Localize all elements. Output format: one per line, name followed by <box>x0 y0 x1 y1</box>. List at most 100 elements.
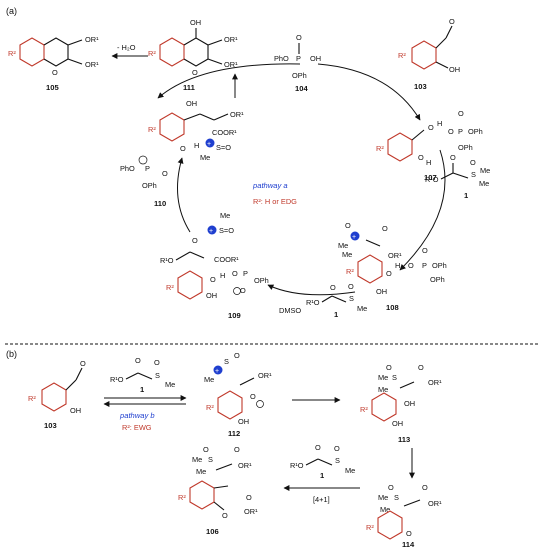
svg-text:O: O <box>450 153 456 162</box>
label-109: 109 <box>228 311 241 320</box>
svg-text:OH: OH <box>392 419 403 428</box>
label-112: 112 <box>228 429 240 438</box>
svg-text:OPh: OPh <box>254 276 269 285</box>
svg-text:R¹O: R¹O <box>306 298 320 307</box>
svg-text:OR¹: OR¹ <box>388 251 402 260</box>
svg-text:Me: Me <box>378 385 388 394</box>
svg-text:P: P <box>422 261 427 270</box>
svg-text:O: O <box>418 153 424 162</box>
svg-text:COOR¹: COOR¹ <box>214 255 239 264</box>
svg-text:O: O <box>406 529 412 538</box>
svg-text:Me: Me <box>165 380 175 389</box>
svg-text:Me: Me <box>480 166 490 175</box>
svg-text:O: O <box>192 236 198 245</box>
svg-text:R¹O: R¹O <box>425 175 439 184</box>
svg-text:Me: Me <box>378 493 388 502</box>
svg-text:OPh: OPh <box>458 143 473 152</box>
svg-text:OH: OH <box>404 399 415 408</box>
svg-text:OR¹: OR¹ <box>230 110 244 119</box>
svg-text:Me: Me <box>357 304 367 313</box>
label-1-c: 1 <box>320 471 325 480</box>
svg-text:OR¹: OR¹ <box>85 35 99 44</box>
svg-text:OH: OH <box>238 417 249 426</box>
label-103-b: 103 <box>44 421 57 430</box>
structure-1-c: R¹O O S O Me <box>290 443 355 475</box>
svg-text:R²: R² <box>346 267 354 276</box>
svg-text:Me: Me <box>345 466 355 475</box>
svg-text:H: H <box>194 141 199 150</box>
structure-103: O OH R² <box>398 17 460 74</box>
svg-text:OR¹: OR¹ <box>238 461 252 470</box>
svg-text:R²: R² <box>8 49 16 58</box>
label-1-b: 1 <box>140 385 145 394</box>
panel-label-b: (b) <box>6 349 17 359</box>
structure-106: O Me S Me O OR¹ R² O O OR¹ <box>178 445 258 520</box>
svg-text:OR¹: OR¹ <box>258 371 272 380</box>
svg-text:S: S <box>349 294 354 303</box>
svg-text:H: H <box>220 271 225 280</box>
svg-text:P: P <box>458 127 463 136</box>
svg-text:R²: R² <box>28 394 36 403</box>
svg-text:OPh: OPh <box>468 127 483 136</box>
svg-text:COOR¹: COOR¹ <box>212 128 237 137</box>
svg-text:O: O <box>52 68 58 77</box>
svg-text:S: S <box>394 493 399 502</box>
structure-112: + Me S O OR¹ R² O OH <box>204 351 272 426</box>
svg-text:OH: OH <box>310 54 321 63</box>
svg-text:H: H <box>437 119 442 128</box>
svg-text:Me: Me <box>342 250 352 259</box>
svg-text:Me: Me <box>220 211 230 220</box>
label-108: 108 <box>386 303 399 312</box>
svg-text:O: O <box>449 17 455 26</box>
svg-text:P: P <box>296 54 301 63</box>
svg-text:Me: Me <box>204 375 214 384</box>
svg-text:O: O <box>418 363 424 372</box>
structure-114: O Me S Me O OR¹ R² O <box>366 483 442 540</box>
label-pathway-b: pathway b <box>119 411 155 420</box>
svg-text:S: S <box>335 456 340 465</box>
arrow-cycle-bottom <box>267 284 356 296</box>
svg-text:S: S <box>224 357 229 366</box>
svg-text:OPh: OPh <box>430 275 445 284</box>
svg-text:OR¹: OR¹ <box>224 60 238 69</box>
svg-text:O: O <box>250 392 256 401</box>
svg-text:R¹O: R¹O <box>160 256 174 265</box>
svg-text:R²: R² <box>148 125 156 134</box>
arrow-cycle-top-left <box>157 63 301 99</box>
label-104: 104 <box>295 84 308 93</box>
svg-text:OPh: OPh <box>142 181 157 190</box>
arrow-cycle-right <box>399 149 446 271</box>
label-r2-ewg: R²: EWG <box>122 423 152 432</box>
svg-text:O: O <box>296 33 302 42</box>
svg-text:O: O <box>203 445 209 454</box>
svg-text:OH: OH <box>186 99 197 108</box>
label-106: 106 <box>206 527 219 536</box>
svg-text:O: O <box>234 351 240 360</box>
svg-text:O: O <box>408 261 414 270</box>
structure-1-b: R¹O O S O Me <box>110 356 175 389</box>
label-114: 114 <box>402 540 415 549</box>
svg-text:R²: R² <box>366 523 374 532</box>
svg-text:OR¹: OR¹ <box>224 35 238 44</box>
structure-108: O + Me Me O OR¹ R² O H O P OPh O OPh OH <box>338 221 447 296</box>
svg-text:O: O <box>428 123 434 132</box>
svg-text:O: O <box>232 269 238 278</box>
svg-text:H: H <box>395 261 400 270</box>
svg-text:S: S <box>208 455 213 464</box>
structure-1-a: R¹O O S O Me Me <box>425 153 490 188</box>
svg-text:OPh: OPh <box>292 71 307 80</box>
svg-text:O: O <box>192 68 198 77</box>
svg-text:OR¹: OR¹ <box>428 378 442 387</box>
svg-text:O: O <box>334 444 340 453</box>
svg-text:O: O <box>210 275 216 284</box>
svg-text:OH: OH <box>190 18 201 27</box>
svg-text:PhO: PhO <box>120 164 135 173</box>
label-1-a2: 1 <box>334 310 339 319</box>
svg-text:O: O <box>154 358 160 367</box>
svg-text:Me: Me <box>192 455 202 464</box>
structure-104: PhO P O OH OPh <box>274 33 321 80</box>
svg-text:+: + <box>207 141 211 148</box>
arrow-cycle-left <box>177 157 191 233</box>
svg-text:OR¹: OR¹ <box>244 507 258 516</box>
